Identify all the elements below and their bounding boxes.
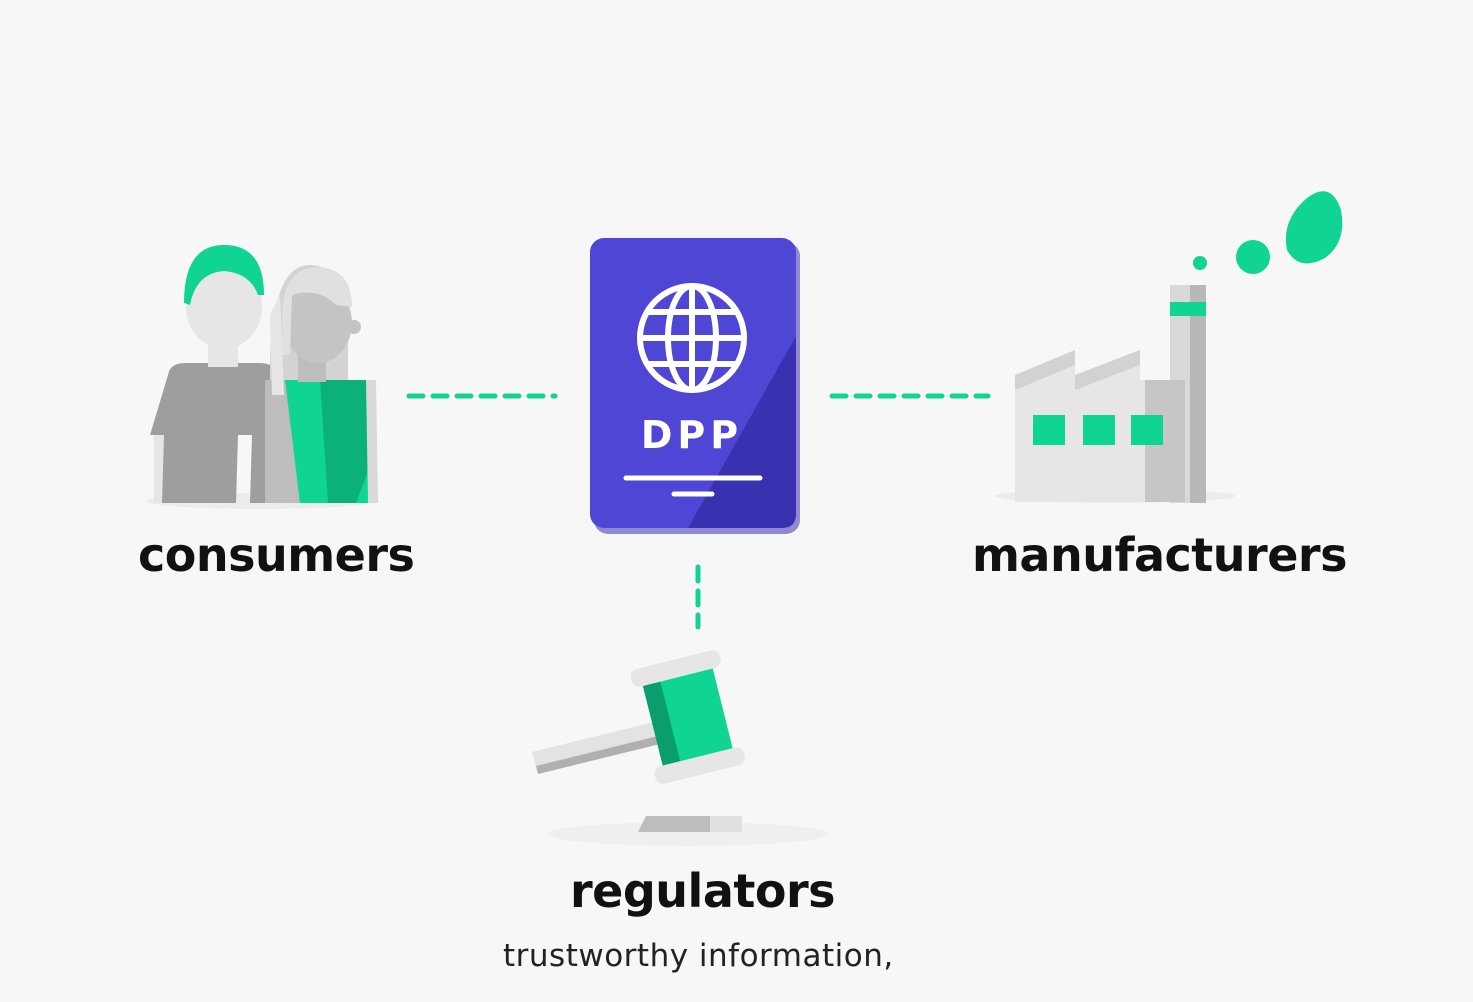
connector-manufacturers	[829, 393, 991, 399]
passport-card: DPP	[590, 238, 800, 534]
passport-label: DPP	[641, 413, 743, 457]
consumers-people-icon	[145, 245, 378, 509]
caption-text: trustworthy information,	[503, 938, 894, 974]
factory-icon	[995, 191, 1343, 503]
connector-regulators	[695, 564, 701, 630]
manufacturers-label: manufacturers	[972, 528, 1347, 582]
consumers-label: consumers	[138, 528, 415, 582]
regulators-label: regulators	[570, 864, 836, 918]
connector-consumers	[406, 393, 558, 399]
gavel-icon	[532, 650, 828, 846]
globe-icon	[637, 283, 747, 393]
